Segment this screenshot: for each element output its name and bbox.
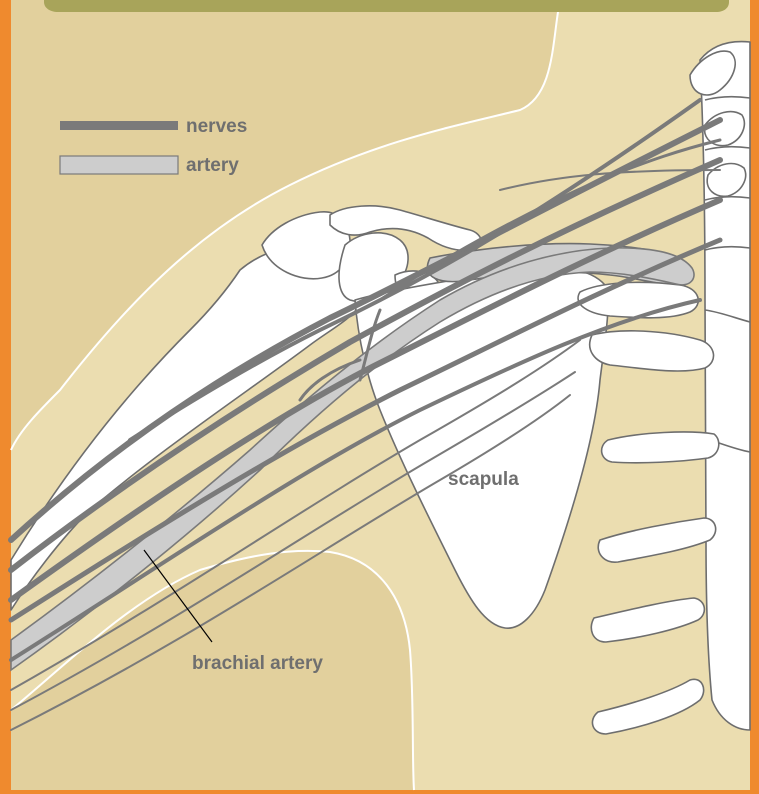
legend-nerves-label: nerves [186, 116, 247, 137]
first-rib [578, 282, 698, 317]
legend-artery-swatch [60, 156, 178, 174]
legend-nerves-swatch [60, 121, 178, 130]
legend-artery-label: artery [186, 155, 239, 176]
scapula-label: scapula [448, 469, 519, 490]
header-bar [44, 0, 729, 12]
brachial-artery-label: brachial artery [192, 653, 323, 674]
